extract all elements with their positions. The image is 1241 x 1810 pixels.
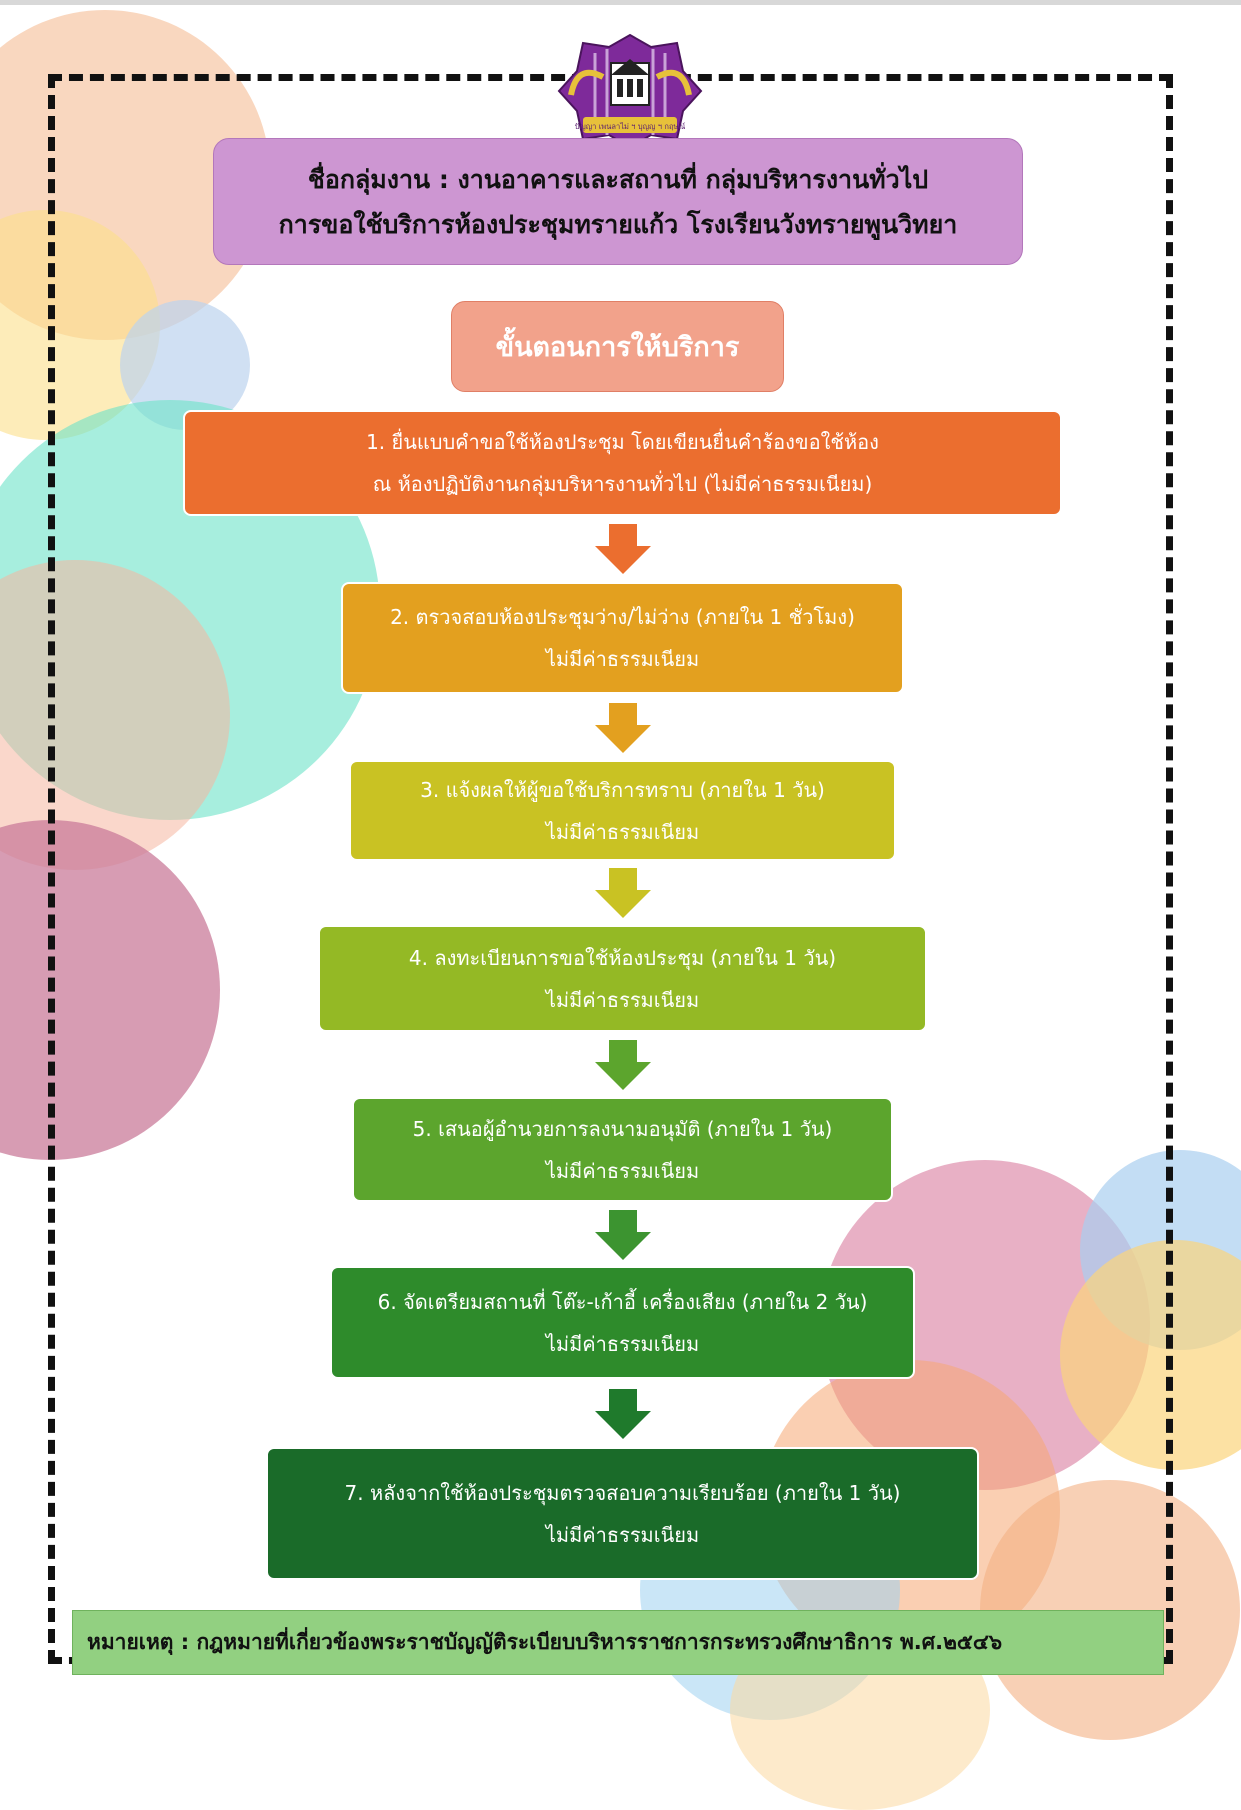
step-3: 3. แจ้งผลให้ผู้ขอใช้บริการทราบ (ภายใน 1 … (349, 760, 896, 861)
step-4: 4. ลงทะเบียนการขอใช้ห้องประชุม (ภายใน 1 … (318, 925, 927, 1032)
title-line-2: การขอใช้บริการห้องประชุมทรายแก้ว โรงเรีย… (278, 209, 958, 239)
step-5-line-1: 5. เสนอผู้อำนวยการลงนามอนุมัติ (ภายใน 1 … (412, 1116, 833, 1141)
step-4-line-2: ไม่มีค่าธรรมเนียม (545, 987, 700, 1012)
step-3-line-1: 3. แจ้งผลให้ผู้ขอใช้บริการทราบ (ภายใน 1 … (420, 777, 825, 802)
step-6-line-2: ไม่มีค่าธรรมเนียม (545, 1331, 700, 1356)
step-3-line-2: ไม่มีค่าธรรมเนียม (545, 819, 700, 844)
school-emblem-icon: ปัญญา เพนลาไม่ ฯ บุญญ ฯ กฤษณ์ (557, 33, 703, 149)
step-5-line-2: ไม่มีค่าธรรมเนียม (545, 1158, 700, 1183)
step-6-line-1: 6. จัดเตรียมสถานที่ โต๊ะ-เก้าอี้ เครื่อง… (377, 1289, 868, 1314)
step-7: 7. หลังจากใช้ห้องประชุมตรวจสอบความเรียบร… (266, 1447, 979, 1580)
step-2: 2. ตรวจสอบห้องประชุมว่าง/ไม่ว่าง (ภายใน … (341, 582, 904, 694)
arrow-down-icon (595, 868, 651, 918)
service-steps-heading: ขั้นตอนการให้บริการ (451, 301, 784, 392)
title-box: ชื่อกลุ่มงาน : งานอาคารและสถานที่ กลุ่มบ… (213, 138, 1023, 265)
step-7-line-1: 7. หลังจากใช้ห้องประชุมตรวจสอบความเรียบร… (344, 1480, 901, 1505)
step-2-line-2: ไม่มีค่าธรรมเนียม (545, 647, 700, 671)
step-2-line-1: 2. ตรวจสอบห้องประชุมว่าง/ไม่ว่าง (ภายใน … (390, 605, 855, 629)
service-steps-heading-text: ขั้นตอนการให้บริการ (495, 332, 740, 363)
step-4-line-1: 4. ลงทะเบียนการขอใช้ห้องประชุม (ภายใน 1 … (408, 945, 837, 970)
logo-text: ปัญญา เพนลาไม่ ฯ บุญญ ฯ กฤษณ์ (575, 122, 686, 131)
arrow-down-icon (595, 1389, 651, 1439)
step-1: 1. ยื่นแบบคำขอใช้ห้องประชุม โดยเขียนยื่น… (183, 410, 1062, 516)
step-5: 5. เสนอผู้อำนวยการลงนามอนุมัติ (ภายใน 1 … (352, 1097, 893, 1202)
arrow-down-icon (595, 1040, 651, 1090)
arrow-down-icon (595, 1210, 651, 1260)
step-1-line-1: 1. ยื่นแบบคำขอใช้ห้องประชุม โดยเขียนยื่น… (366, 430, 879, 454)
school-logo: ปัญญา เพนลาไม่ ฯ บุญญ ฯ กฤษณ์ (555, 33, 705, 149)
step-6: 6. จัดเตรียมสถานที่ โต๊ะ-เก้าอี้ เครื่อง… (330, 1266, 915, 1379)
legal-note: หมายเหตุ : กฎหมายที่เกี่ยวข้องพระราชบัญญ… (72, 1610, 1164, 1675)
arrow-down-icon (595, 524, 651, 574)
title-line-1: ชื่อกลุ่มงาน : งานอาคารและสถานที่ กลุ่มบ… (307, 164, 929, 194)
arrow-down-icon (595, 703, 651, 753)
legal-note-text: หมายเหตุ : กฎหมายที่เกี่ยวข้องพระราชบัญญ… (87, 1630, 1003, 1654)
step-7-line-2: ไม่มีค่าธรรมเนียม (545, 1522, 700, 1547)
top-edge-line (0, 0, 1241, 5)
step-1-line-2: ณ ห้องปฏิบัติงานกลุ่มบริหารงานทั่วไป (ไม… (372, 472, 873, 496)
